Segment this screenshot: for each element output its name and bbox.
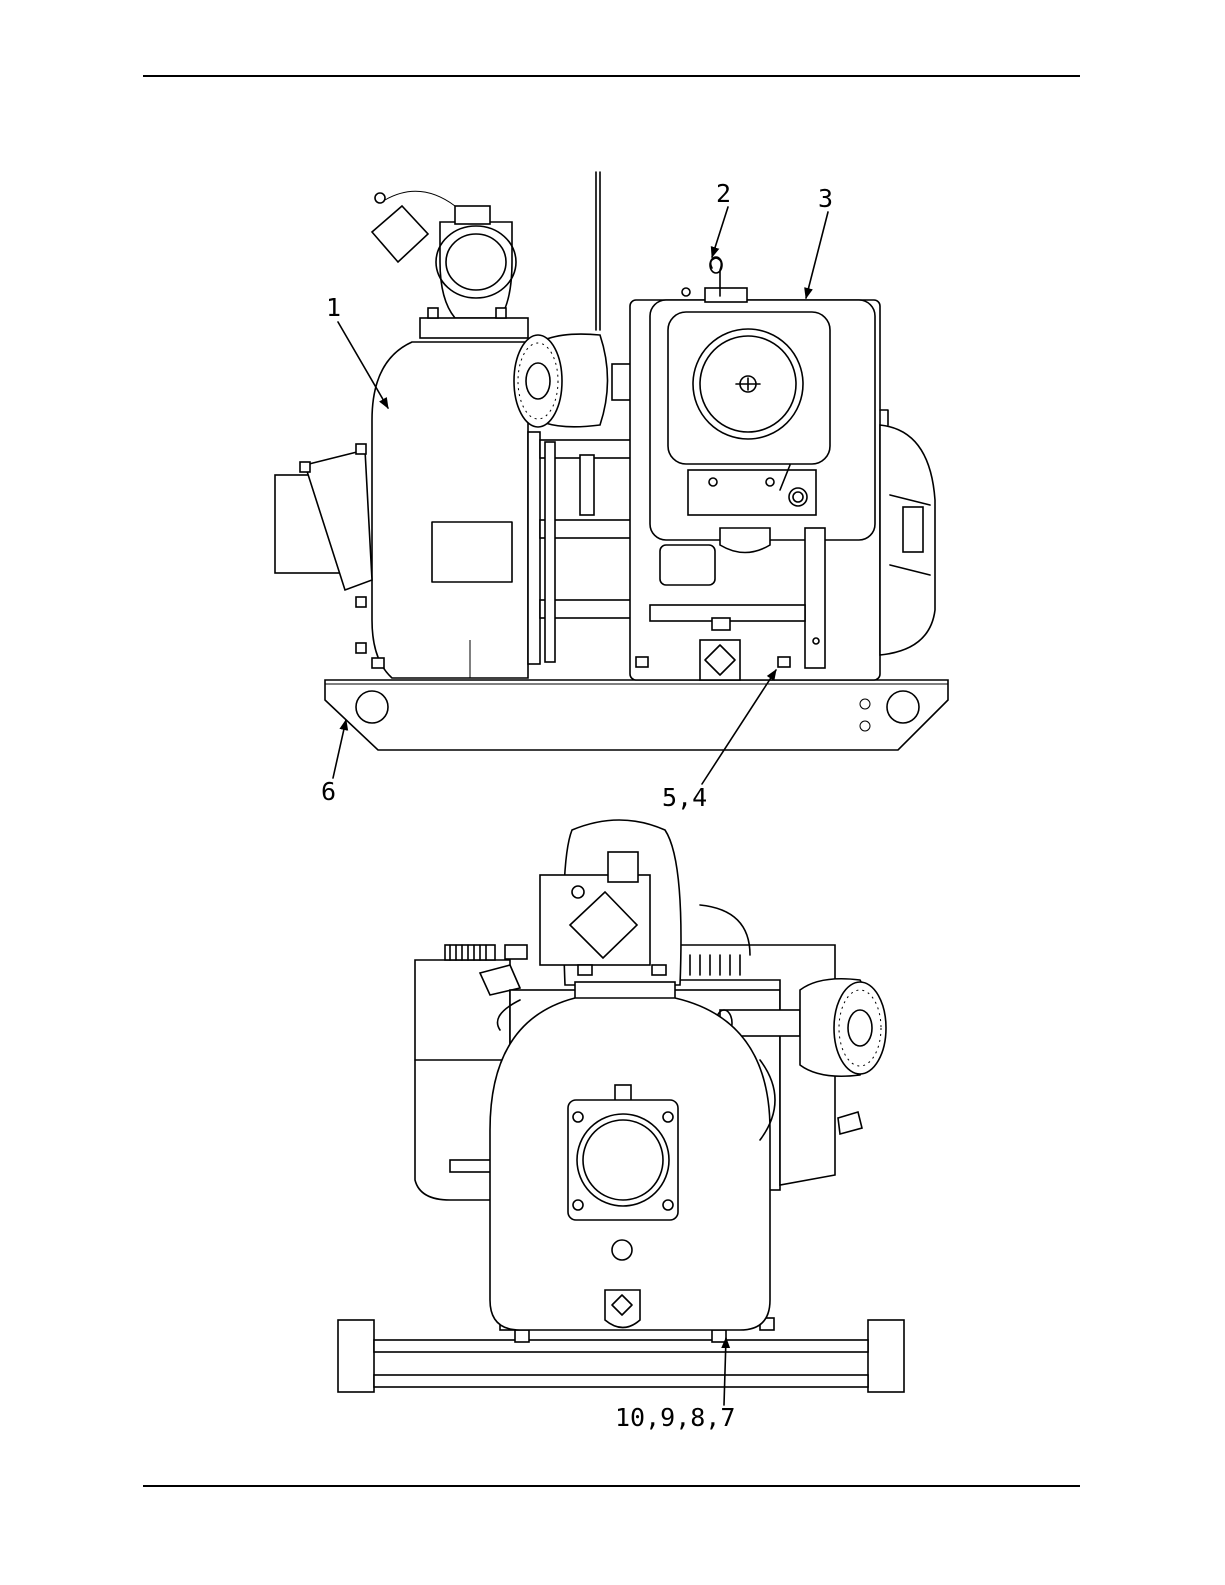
callout-label-10-9-8-7: 10,9,8,7 <box>615 1403 735 1432</box>
callout-label-1: 1 <box>326 293 341 322</box>
callout-1: 1 <box>326 293 388 408</box>
front-pump-casing <box>490 982 770 1330</box>
pump-casing <box>275 342 528 678</box>
front-view <box>338 820 904 1392</box>
callout-label-2: 2 <box>716 179 731 208</box>
callout-label-6: 6 <box>321 777 336 806</box>
callout-label-5-4: 5,4 <box>662 783 707 812</box>
callout-label-3: 3 <box>818 184 833 213</box>
front-elbow <box>540 820 681 985</box>
callout-3: 3 <box>806 184 833 298</box>
base-skid <box>325 680 948 750</box>
callout-6: 6 <box>321 720 346 806</box>
side-view <box>275 172 948 750</box>
discharge-elbow <box>372 191 528 338</box>
callout-2: 2 <box>712 179 731 257</box>
engine-body <box>630 257 935 680</box>
